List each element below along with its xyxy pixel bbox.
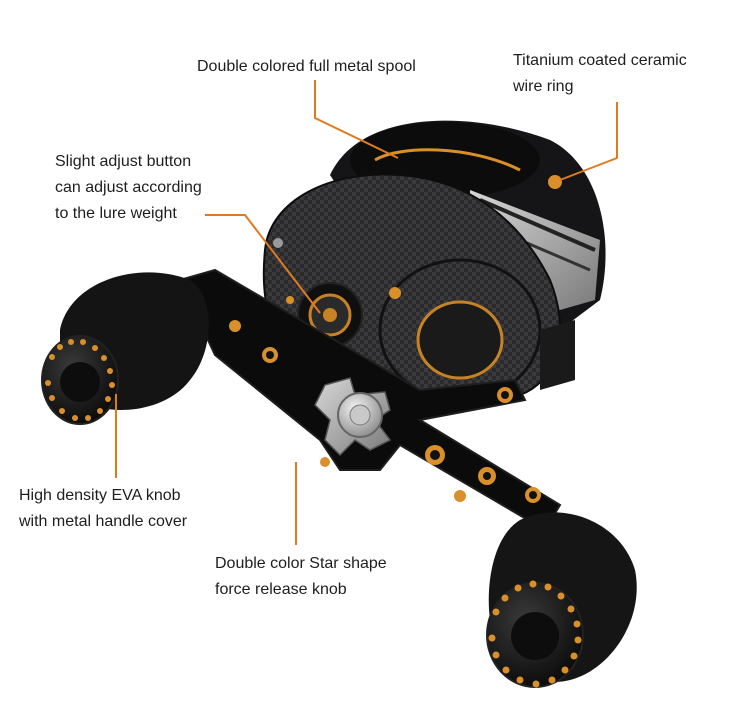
callout-spool bbox=[314, 80, 399, 159]
eva-label-line: with metal handle cover bbox=[19, 513, 188, 530]
eva-label-line: High density EVA knob bbox=[19, 487, 181, 504]
wire-ring-label: Titanium coated ceramic wire ring bbox=[513, 48, 687, 100]
adjust-label-line: to the lure weight bbox=[55, 205, 177, 222]
left-eva-knob bbox=[41, 272, 209, 425]
adjust-label-line: Slight adjust button bbox=[55, 153, 192, 170]
wire-ring-label-line: wire ring bbox=[513, 78, 574, 95]
adjust-label-line: can adjust according bbox=[55, 179, 202, 196]
callout-ring bbox=[559, 102, 618, 181]
right-eva-knob bbox=[486, 512, 637, 688]
eva-knob-label: High density EVA knob with metal handle … bbox=[19, 483, 187, 535]
star-drag bbox=[314, 377, 392, 457]
spool-label: Double colored full metal spool bbox=[197, 54, 416, 80]
star-label-line: Double color Star shape bbox=[215, 555, 387, 572]
star-label-line: force release knob bbox=[215, 581, 347, 598]
callout-lines bbox=[115, 80, 618, 545]
star-drag-label: Double color Star shape force release kn… bbox=[215, 551, 387, 603]
callout-adjust bbox=[205, 214, 321, 314]
spool-label-line: Double colored full metal spool bbox=[197, 58, 416, 75]
wire-ring-label-line: Titanium coated ceramic bbox=[513, 52, 687, 69]
adjust-button-label: Slight adjust button can adjust accordin… bbox=[55, 149, 202, 227]
